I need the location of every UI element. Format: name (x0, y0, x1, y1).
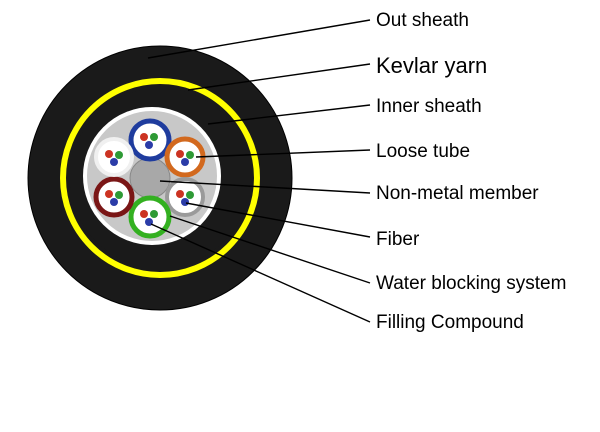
loose-tube-blue (128, 118, 172, 162)
label-non-metal-member: Non-metal member (376, 183, 539, 204)
label-inner-sheath: Inner sheath (376, 96, 482, 117)
loose-tube-white (94, 137, 134, 177)
leader-inner-sheath (207, 104, 371, 125)
label-loose-tube: Loose tube (376, 141, 471, 162)
leader-fiber (185, 202, 371, 238)
label-fiber: Fiber (376, 229, 420, 250)
leader-filling-compound (150, 223, 371, 323)
kevlar-yarn-ring (60, 78, 260, 278)
leader-water-blocking-system (169, 215, 371, 284)
loose-tube-grey (165, 177, 205, 217)
loose-tube-brown (93, 176, 135, 218)
label-water-blocking-system: Water blocking system (376, 273, 567, 294)
label-filling-compound: Filling Compound (376, 312, 524, 333)
non-metal-member (129, 157, 171, 199)
loose-tube-green (128, 195, 172, 239)
leader-non-metal-member (159, 180, 371, 194)
leader-loose-tube (195, 149, 371, 158)
label-kevlar-yarn: Kevlar yarn (376, 53, 488, 78)
leader-out-sheath (147, 19, 371, 59)
label-out-sheath: Out sheath (376, 10, 469, 31)
leader-kevlar-yarn (187, 63, 371, 91)
